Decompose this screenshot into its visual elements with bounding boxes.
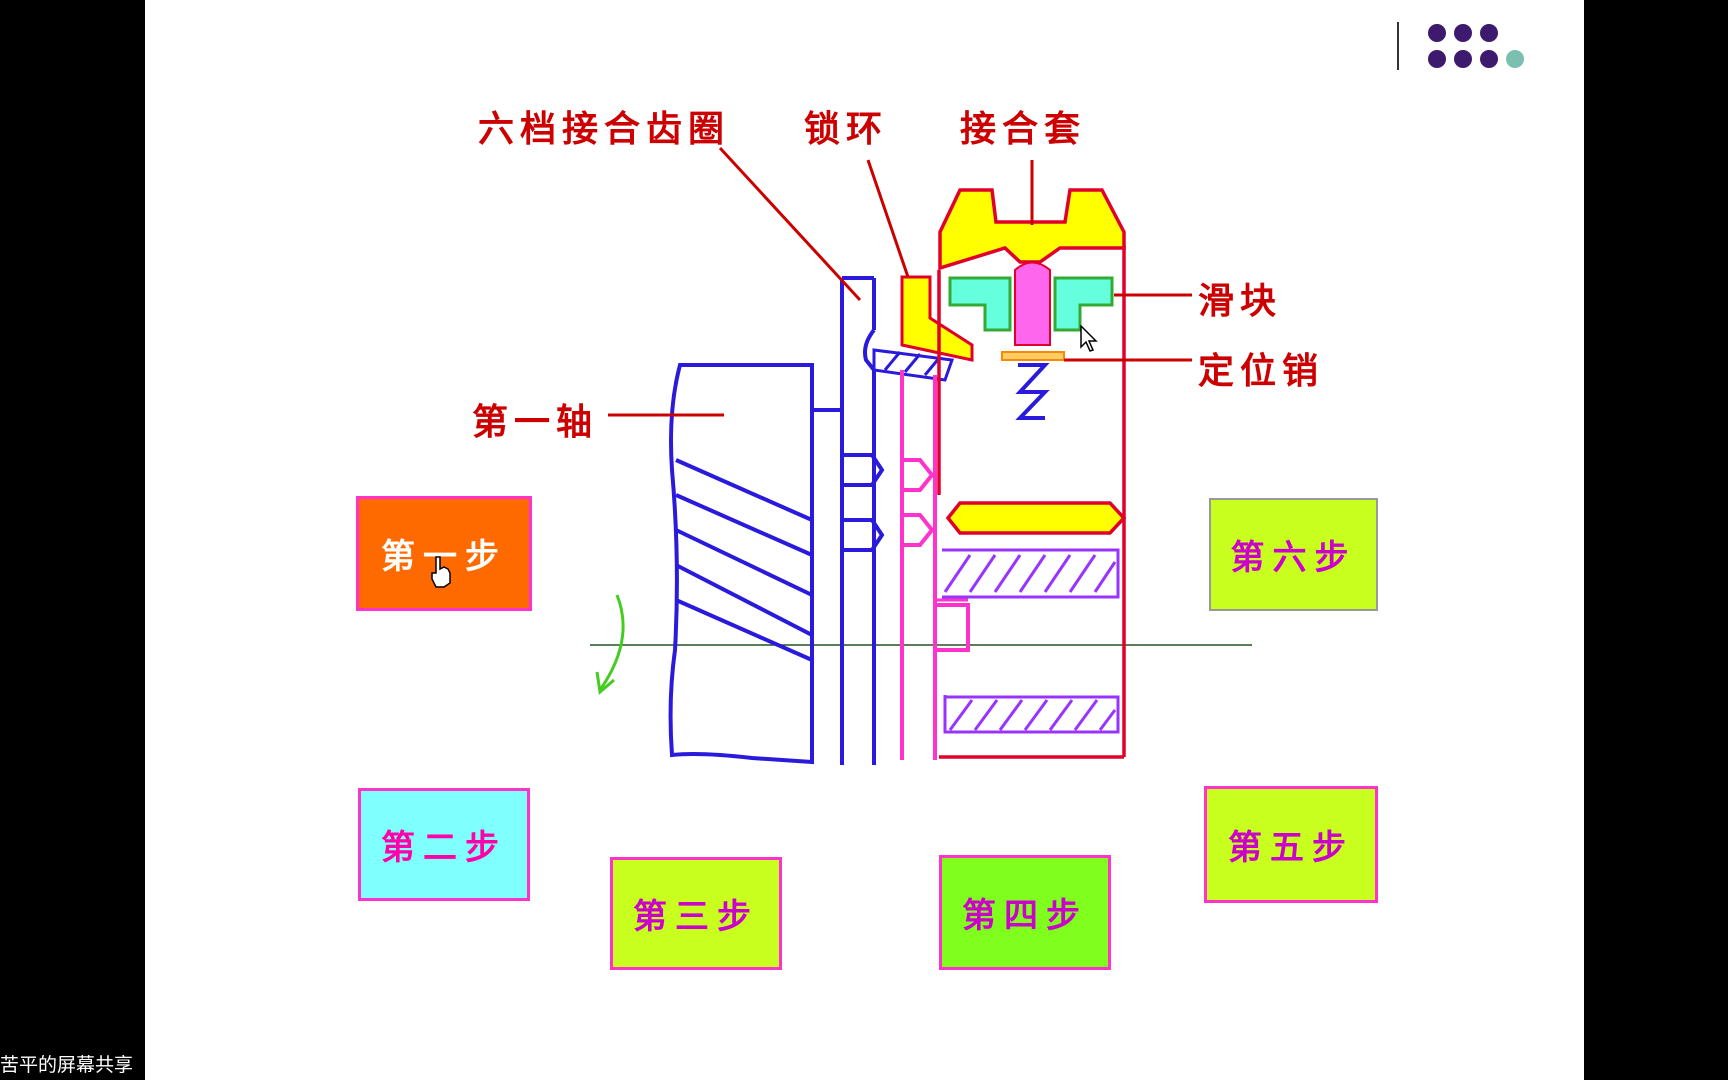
slider-left <box>948 276 1012 332</box>
step1-button[interactable]: 第一步 <box>356 496 532 611</box>
logo-dot <box>1428 24 1446 42</box>
first-shaft-body <box>668 363 814 765</box>
step2-button[interactable]: 第二步 <box>358 788 530 901</box>
hand-cursor-icon <box>430 555 452 589</box>
logo-dot <box>1480 50 1498 68</box>
lock-ring-shape <box>900 370 970 760</box>
logo-dot <box>1428 50 1446 68</box>
hub-hatch-upper <box>942 548 1120 599</box>
label-leaders <box>608 146 1192 417</box>
logo-dot-accent <box>1506 50 1524 68</box>
logo-dot <box>1454 50 1472 68</box>
logo-divider <box>1397 22 1399 70</box>
locating-pin <box>1014 261 1051 346</box>
shaft-hatch <box>675 458 813 662</box>
label-lock-ring: 锁环 <box>804 108 889 150</box>
rotation-arrow-icon <box>598 594 625 691</box>
label-slider: 滑块 <box>1198 280 1283 322</box>
step6-button[interactable]: 第六步 <box>1209 498 1378 611</box>
hub-hatch-lower <box>943 695 1120 734</box>
locating-pin-base <box>1001 351 1065 361</box>
hub-hex <box>945 501 1127 535</box>
step3-button[interactable]: 第三步 <box>610 857 782 970</box>
sixth-gear-ring-shape <box>812 276 885 765</box>
sleeve-shape <box>937 245 1126 759</box>
label-sleeve: 接合套 <box>960 108 1087 150</box>
arrow-cursor-icon <box>1080 324 1100 353</box>
label-locating-pin: 定位销 <box>1198 350 1325 392</box>
step4-button[interactable]: 第四步 <box>939 855 1111 970</box>
rotation-arrowhead <box>595 671 615 695</box>
spring-icon <box>1015 363 1050 420</box>
label-first-shaft: 第一轴 <box>472 401 599 443</box>
logo-dot <box>1454 24 1472 42</box>
screen-share-caption: 苦平的屏幕共享 <box>0 1054 134 1076</box>
logo-dot <box>1480 24 1498 42</box>
step5-button[interactable]: 第五步 <box>1204 786 1378 903</box>
slider-right <box>1053 276 1114 332</box>
sleeve-top-yellow <box>938 188 1126 271</box>
gear-cone-hatch <box>872 348 955 382</box>
lock-ring-block <box>900 275 974 362</box>
label-sixth-gear-ring: 六档接合齿圈 <box>478 108 731 150</box>
